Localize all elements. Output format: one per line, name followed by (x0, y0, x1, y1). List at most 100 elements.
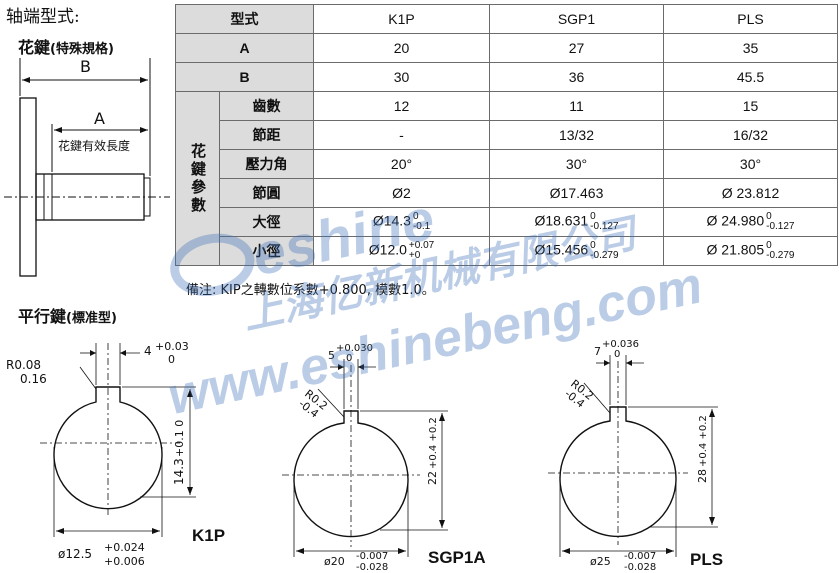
table-row: B 30 36 45.5 (175, 62, 838, 92)
tol-lower: -0.1 (412, 221, 431, 232)
row-label-pressure: 壓力角 (219, 149, 314, 179)
key-subtitle: (標准型) (66, 311, 117, 326)
spline-title: 花鍵 (18, 38, 51, 57)
table-cell: 20° (313, 149, 490, 179)
pls-width-tol-low: 0 (614, 349, 620, 360)
table-cell: Ø2 (313, 178, 490, 208)
tol-lower: -0.127 (590, 221, 619, 232)
table-cell: Ø12.0+0.07+0 (313, 236, 490, 266)
pls-drawing: 7 +0.036 0 R0.2 -0.4 28 +0.4 +0.2 ø25 -0… (548, 339, 723, 573)
k1p-height-tol: +0.1 0 (173, 420, 186, 457)
dim-a-note: 花鍵有效長度 (58, 138, 130, 153)
pls-height: 28 (696, 469, 709, 483)
key-shaft-drawings: R0.08 0.16 4 +0.03 0 14.3 +0.1 0 ø12.5 +… (6, 339, 723, 573)
row-label-pitch: 節距 (219, 120, 314, 150)
row-label-teeth: 齒數 (219, 91, 314, 121)
pls-dia: ø25 (590, 555, 611, 568)
spline-params-group-label: 花鍵參數 (175, 91, 220, 266)
tolerance: +0.07+0 (409, 241, 434, 261)
table-header-cell: 型式 (175, 4, 314, 34)
tol-upper: 0 (590, 240, 596, 251)
tol-upper: 0 (590, 211, 596, 222)
spline-subtitle: (特殊規格) (50, 42, 114, 57)
k1p-width-tol-up: +0.03 (155, 340, 189, 353)
pls-dia-tol-low: -0.028 (624, 562, 656, 573)
tol-upper: 0 (766, 211, 772, 222)
tolerance: 0-0.127 (766, 212, 794, 232)
major-dia-value: Ø 24.980 (706, 212, 765, 229)
table-note: 備注: KIP之轉數位系數+0.800, 模數1.0。 (186, 283, 435, 298)
tolerance: 0-0.1 (413, 212, 430, 232)
sgp1a-dia-tol-up: -0.007 (356, 551, 388, 562)
table-row: 花鍵參數 齒數 12 11 15 (175, 91, 838, 266)
table-cell: 13/32 (489, 120, 664, 150)
table-cell: 45.5 (663, 62, 838, 92)
tol-lower: +0 (408, 250, 421, 261)
table-cell: 30° (489, 149, 664, 179)
row-label-a: A (175, 33, 314, 63)
table-cell: 16/32 (663, 120, 838, 150)
table-row: A 20 27 35 (175, 33, 838, 63)
tol-upper: +0.07 (408, 240, 435, 251)
table-cell: - (313, 120, 490, 150)
k1p-fillet: R0.08 (6, 358, 41, 372)
tol-upper: 0 (766, 240, 772, 251)
sgp1a-dia-tol-low: -0.028 (356, 562, 388, 573)
dim-a-label: A (94, 109, 105, 128)
table-cell: Ø17.463 (489, 178, 664, 208)
pls-width-tol-up: +0.036 (602, 339, 639, 350)
k1p-dia-tol-low: +0.006 (104, 555, 145, 568)
tol-upper: 0 (412, 211, 419, 222)
minor-dia-value: Ø12.0 (368, 241, 407, 258)
k1p-height: 14.3 (172, 458, 186, 485)
table-cell: 15 (663, 91, 838, 121)
tolerance: 0-0.127 (590, 212, 618, 232)
k1p-dia: ø12.5 (58, 547, 92, 561)
sgp1a-width-tol-low: 0 (346, 353, 352, 364)
k1p-drawing: R0.08 0.16 4 +0.03 0 14.3 +0.1 0 ø12.5 +… (6, 340, 225, 568)
tolerance: 0-0.279 (590, 241, 618, 261)
k1p-fillet-2: 0.16 (20, 372, 47, 386)
sgp1a-width: 5 (328, 349, 335, 362)
table-header-cell: PLS (663, 4, 838, 34)
k1p-label: K1P (192, 526, 225, 545)
k1p-width-tol-low: 0 (168, 353, 175, 366)
spline-shaft-drawing: B A 花鍵有效長度 (4, 57, 170, 277)
table-header-cell: SGP1 (489, 4, 664, 34)
pls-height-tol: +0.4 +0.2 (698, 415, 709, 467)
tol-lower: -0.279 (766, 250, 795, 261)
minor-dia-value: Ø 21.805 (706, 241, 765, 258)
sgp1a-drawing: 5 +0.030 0 R0.2 -0.4 22 +0.4 +0.2 ø20 -0… (282, 343, 486, 573)
table-header-row: 型式 K1P SGP1 PLS (175, 4, 838, 34)
k1p-width: 4 (144, 344, 152, 358)
dim-b-label: B (80, 57, 91, 76)
table-cell: 35 (663, 33, 838, 63)
k1p-dia-tol-up: +0.024 (104, 541, 145, 554)
tolerance: 0-0.279 (766, 241, 794, 261)
spline-section-title: 花鍵(特殊規格) (18, 34, 114, 58)
tol-lower: -0.279 (590, 250, 619, 261)
table-row: 節距 - 13/32 16/32 (176, 120, 838, 150)
row-label-minor: 小徑 (219, 236, 314, 266)
table-cell: 20 (313, 33, 490, 63)
minor-dia-value: Ø15.456 (534, 241, 589, 258)
sgp1a-dia: ø20 (324, 555, 345, 568)
key-title: 平行鍵 (18, 307, 67, 326)
table-cell: 27 (489, 33, 664, 63)
table-cell: 36 (489, 62, 664, 92)
pls-width: 7 (594, 345, 601, 358)
table-cell: 12 (313, 91, 490, 121)
row-label-major: 大徑 (219, 207, 314, 237)
key-section-title: 平行鍵(標准型) (18, 303, 117, 327)
pls-label: PLS (690, 550, 723, 569)
row-label-pitch-circle: 節圓 (219, 178, 314, 208)
pls-dia-tol-up: -0.007 (624, 551, 656, 562)
sgp1a-height: 22 (426, 471, 439, 485)
